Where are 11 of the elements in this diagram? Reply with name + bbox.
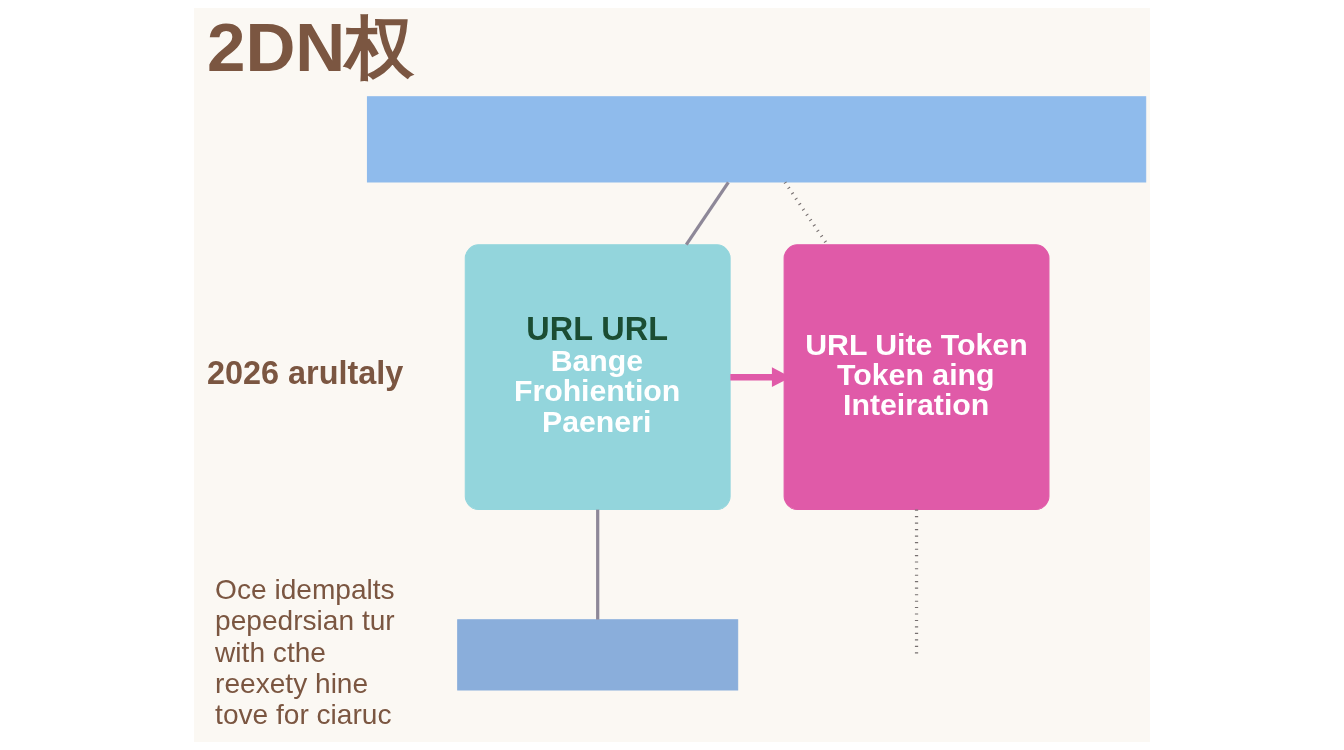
connector	[783, 181, 829, 246]
connector	[596, 509, 600, 620]
node-box: URL URL Bange Frohiention Paeneri	[464, 244, 731, 511]
connector	[914, 509, 919, 654]
node-box: URL Uite Token Token aing Inteiration	[783, 244, 1050, 511]
connector	[684, 181, 730, 246]
node-box	[457, 619, 739, 691]
label: Oce idempalts pepedrsian tur with cthe reexety hine tove for ciaruc	[215, 574, 395, 731]
label: 2026 arultaly	[206, 355, 404, 392]
node-box	[366, 96, 1147, 183]
diagram-title: 2DN权	[206, 7, 415, 86]
